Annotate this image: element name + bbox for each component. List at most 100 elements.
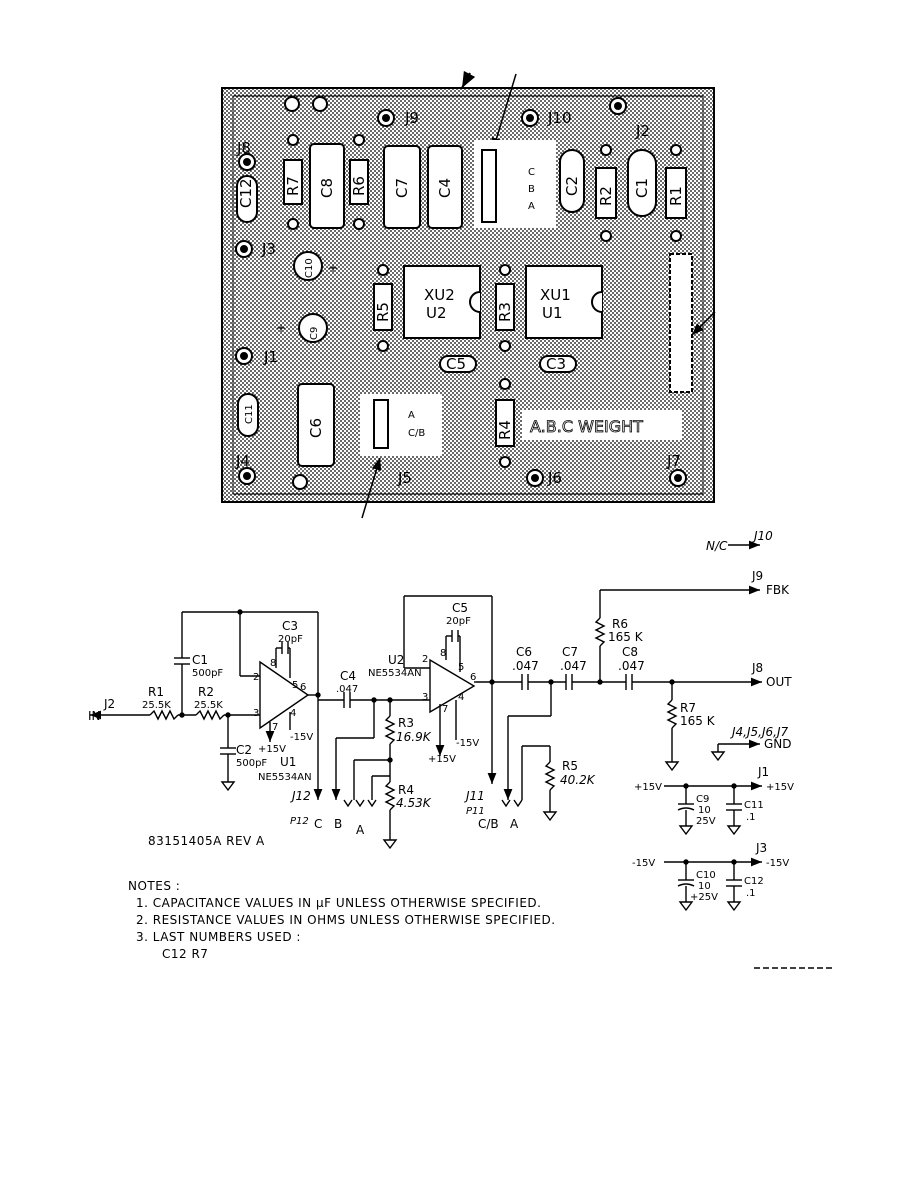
label-c5: C5 (452, 601, 468, 615)
label-c1-val: 500pF (192, 668, 223, 679)
label-c9-v: 25V (696, 816, 716, 827)
pcb-jumper-bottom-area (360, 394, 442, 456)
pcb-label-c8: C8 (318, 178, 336, 198)
label-c12: C12 (744, 876, 764, 887)
label-c10-val: 10 (698, 881, 711, 892)
pcb-c6 (297, 383, 335, 467)
u1-pin5: 5 (292, 680, 298, 691)
part-number: 83151405A REV A (148, 834, 265, 848)
label-c2-val: 500pF (236, 758, 267, 769)
u2-pin5: 5 (458, 662, 464, 673)
pcb-edge-connector (669, 253, 693, 393)
pcb-label-j10: J10 (547, 109, 572, 127)
label-c2: C2 (236, 743, 252, 757)
pcb-label-r2: R2 (597, 186, 615, 206)
label-j12: J12 (290, 789, 311, 803)
label-c9: C9 (696, 794, 709, 805)
pcb-label-r6: R6 (350, 176, 368, 196)
pcb-c10-plus: + (328, 261, 338, 275)
pcb-arrow-jumper-top (491, 73, 517, 151)
pcb-jumper-bottom (373, 399, 389, 449)
label-in: IN (88, 709, 101, 723)
pcb-r3 (495, 283, 515, 331)
pcb-r1 (665, 167, 687, 219)
label-u1-m15: -15V (290, 732, 313, 743)
notes-title: NOTES : (128, 879, 181, 893)
pcb-c9 (298, 313, 328, 343)
pcb-label-j5: J5 (397, 469, 412, 487)
label-u1: U1 (280, 755, 296, 769)
label-u1-part: NE5534AN (258, 772, 312, 783)
pcb-c11 (237, 393, 259, 437)
pcb-label-j1: J1 (263, 348, 278, 366)
u1-pin7: 7 (272, 722, 278, 733)
label-nc: N/C (706, 539, 728, 553)
label-c12-val: .1 (746, 888, 756, 899)
u1-pin2: 2 (253, 672, 259, 683)
pcb-label-c12: C12 (237, 178, 255, 208)
u1-pin3: 3 (253, 708, 259, 719)
u2-pin4: 4 (458, 692, 464, 703)
note-3: 3. LAST NUMBERS USED : (136, 930, 301, 944)
pcb-jumper-top (481, 149, 497, 223)
label-c10-v: +25V (690, 892, 718, 903)
pcb-c2 (559, 149, 585, 213)
label-r4-val: 4.53K (396, 796, 432, 810)
note-1: 1. CAPACITANCE VALUES IN µF UNLESS OTHER… (136, 896, 542, 910)
pcb-weight-label: A.B.C WEIGHT (530, 417, 643, 436)
label-u2: U2 (388, 653, 404, 667)
label-c6-val: .047 (512, 659, 539, 673)
label-r7: R7 (680, 701, 696, 715)
pcb-xu2 (403, 265, 481, 339)
schematic (90, 540, 834, 969)
pcb-jumper-c: C (528, 167, 535, 178)
label-j11: J11 (464, 789, 485, 803)
pcb-label-j4: J4 (235, 452, 250, 470)
label-j10: J10 (752, 529, 773, 543)
pcb-label-c4: C4 (436, 178, 454, 198)
label-r6: R6 (612, 617, 628, 631)
pcb-c7 (383, 145, 421, 229)
label-r4: R4 (398, 783, 414, 797)
note-2: 2. RESISTANCE VALUES IN OHMS UNLESS OTHE… (136, 913, 556, 927)
label-j8: J8 (751, 661, 763, 675)
label-r5-val: 40.2K (560, 773, 596, 787)
pcb-arrow-top-left (461, 70, 476, 89)
label-c3: C3 (282, 619, 298, 633)
pcb-label-j6: J6 (547, 469, 562, 487)
pcb-label-j7: J7 (666, 452, 681, 470)
label-r3: R3 (398, 716, 414, 730)
label-c10: C10 (696, 870, 716, 881)
pcb-jumper-bottom-cb: C/B (408, 428, 425, 439)
label-c8-val: .047 (618, 659, 645, 673)
label-fbk: FBK (766, 583, 790, 597)
label-p11: P11 (466, 806, 485, 817)
pcb-r5 (373, 283, 393, 331)
pcb-r2 (595, 167, 617, 219)
pcb-xu2-label: XU2 (424, 286, 455, 304)
pcb-label-c9: C9 (309, 327, 320, 340)
label-r7-val: 165 K (680, 714, 716, 728)
pcb-board: J9 J10 J2 J8 J3 J1 J4 J5 J6 J7 (221, 70, 716, 519)
pcb-jumper-bottom-a: A (408, 410, 415, 421)
label-c8: C8 (622, 645, 638, 659)
pcb-label-c11: C11 (244, 404, 255, 424)
pcb-jacks (235, 96, 687, 490)
label-sel-b: B (334, 817, 342, 831)
label-sel-c: C (314, 817, 322, 831)
label-u2-part: NE5534AN (368, 668, 422, 679)
label-c4-val: .047 (336, 684, 358, 695)
label-gnd: GND (764, 737, 792, 751)
label-p15-out: +15V (766, 782, 794, 793)
label-r5: R5 (562, 759, 578, 773)
label-j9: J9 (751, 569, 763, 583)
label-m15-out: -15V (766, 858, 789, 869)
u2-pin3: 3 (422, 692, 428, 703)
pcb-c9-plus: + (276, 321, 286, 335)
pcb-label-c2: C2 (563, 176, 581, 196)
label-u1-p15: +15V (258, 744, 286, 755)
u2-pin7: 7 (442, 704, 448, 715)
label-c7: C7 (562, 645, 578, 659)
label-out: OUT (766, 675, 792, 689)
note-3-values: C12 R7 (162, 947, 209, 961)
